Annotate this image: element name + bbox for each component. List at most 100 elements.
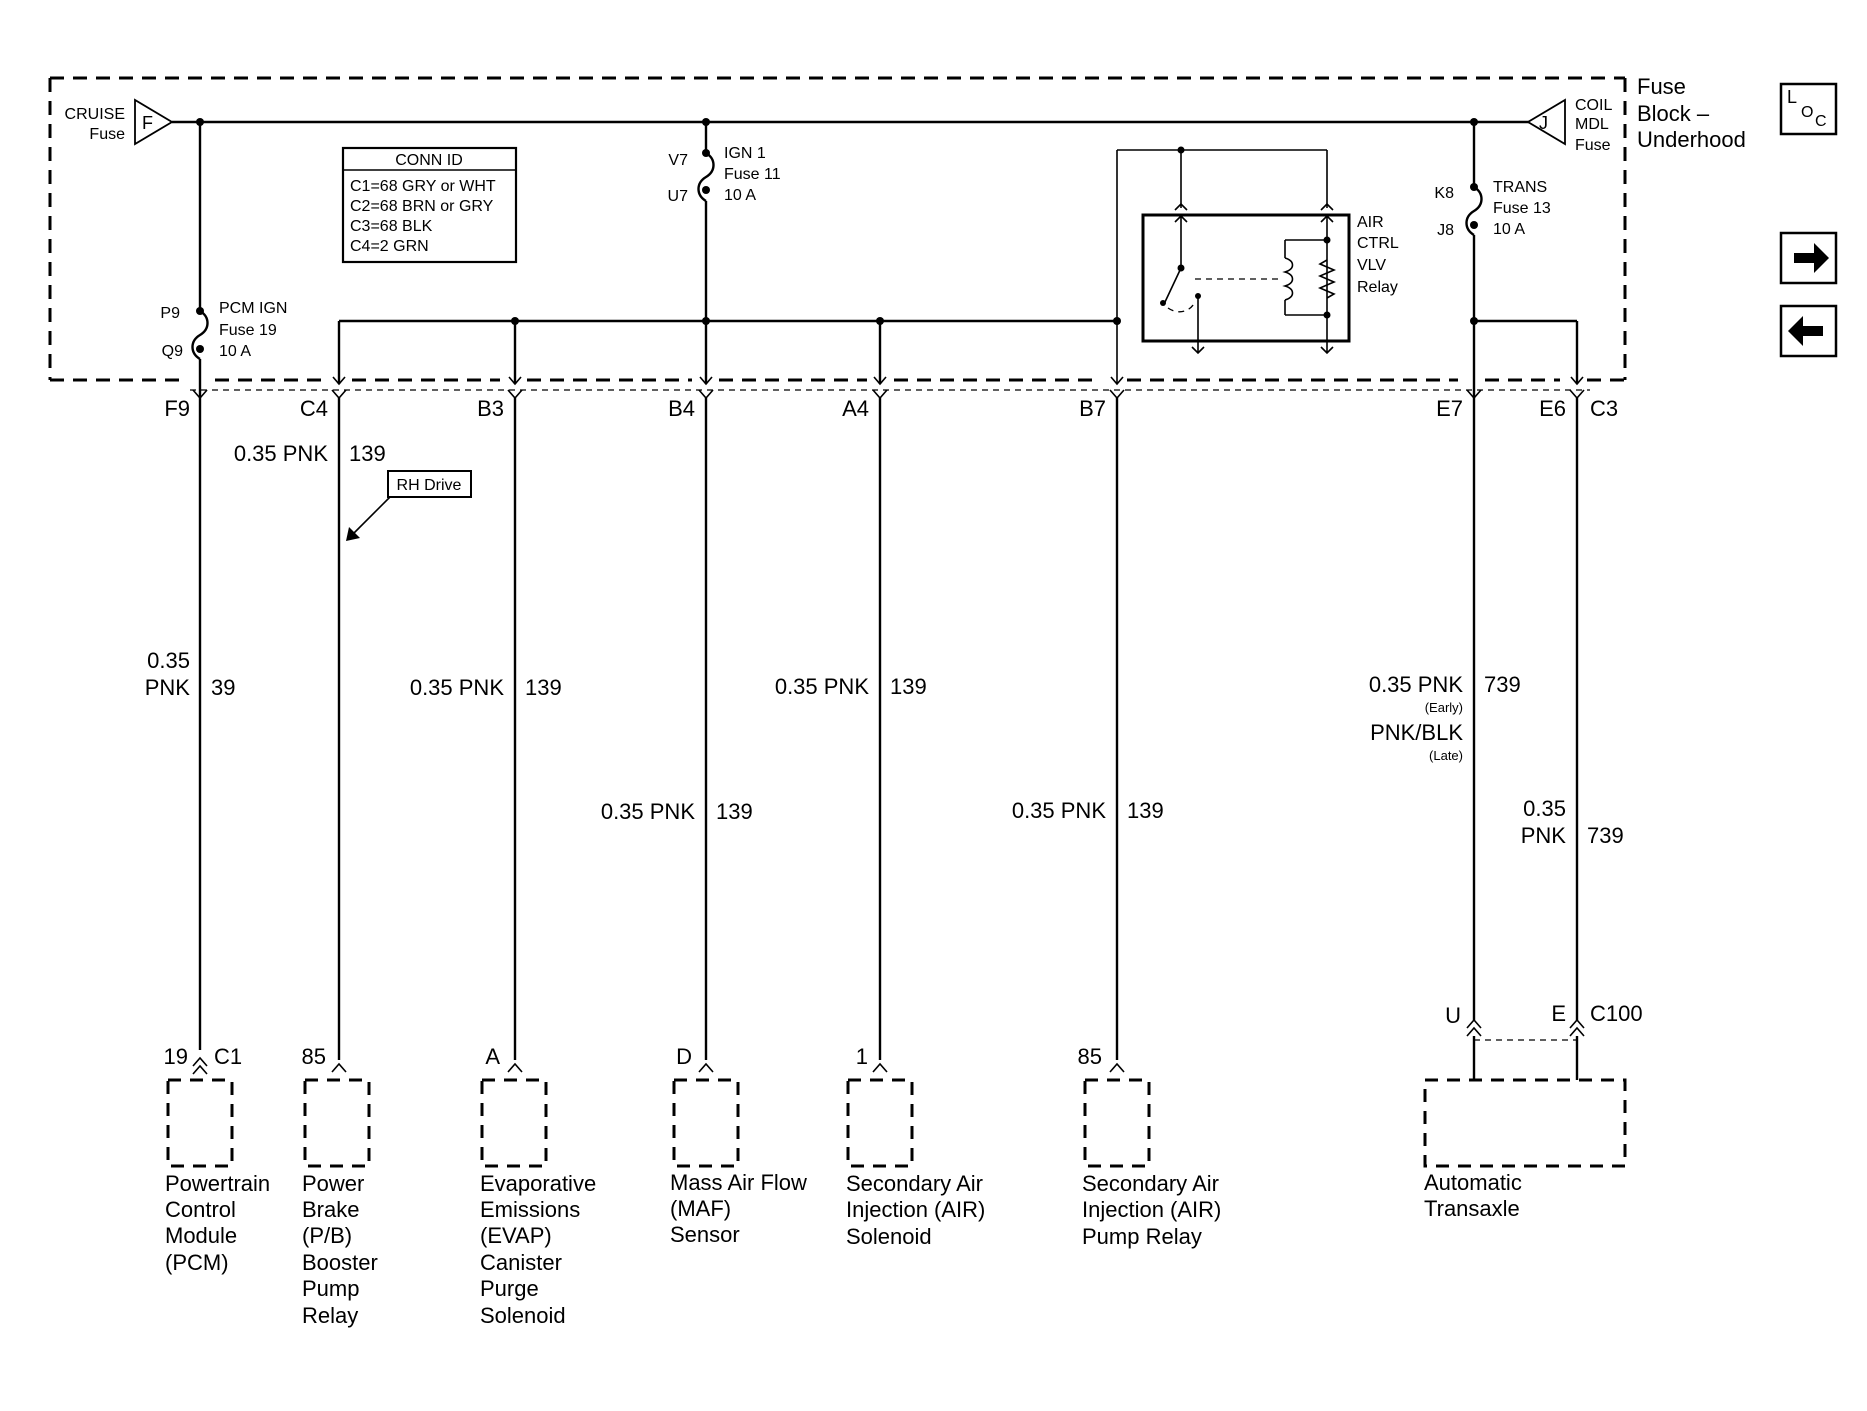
svg-text:Automatic: Automatic (1424, 1170, 1522, 1195)
svg-text:0.35: 0.35 (1523, 796, 1566, 821)
svg-text:Power: Power (302, 1171, 364, 1196)
svg-text:Injection (AIR): Injection (AIR) (846, 1197, 985, 1222)
trans-fuse: K8 J8 TRANS Fuse 13 10 A (1434, 122, 1551, 320)
svg-text:Fuse: Fuse (1575, 137, 1611, 154)
svg-text:V7: V7 (668, 152, 688, 169)
arrow-left-icon[interactable] (1779, 304, 1838, 358)
wire-labels: 0.35 PNK 139 0.35 PNK 39 0.35 PNK 139 0.… (145, 441, 1624, 848)
fuse-block-name-2: Block – (1637, 101, 1710, 126)
svg-text:Mass Air Flow: Mass Air Flow (670, 1170, 807, 1195)
fuse-block-name-3: Underhood (1637, 127, 1746, 152)
conn-id-box: CONN ID C1=68 GRY or WHT C2=68 BRN or GR… (341, 146, 518, 264)
svg-text:Brake: Brake (302, 1197, 359, 1222)
fuse-block-name-1: Fuse (1637, 74, 1686, 99)
coil-fuse: J COIL MDL Fuse (1526, 97, 1612, 154)
svg-text:TRANS: TRANS (1493, 179, 1547, 196)
svg-text:Relay: Relay (302, 1303, 358, 1328)
svg-text:PCM IGN: PCM IGN (219, 300, 287, 317)
svg-text:1: 1 (856, 1044, 868, 1069)
component-air-solenoid: 1 Secondary Air Injection (AIR) Solenoid (846, 1044, 985, 1249)
svg-text:Injection (AIR): Injection (AIR) (1082, 1197, 1221, 1222)
drop-wires (198, 320, 1579, 398)
svg-text:K8: K8 (1434, 185, 1454, 202)
svg-text:Solenoid: Solenoid (846, 1224, 932, 1249)
component-automatic-transaxle: U E C100 Automatic Transaxle (1423, 1001, 1643, 1221)
svg-text:Module: Module (165, 1223, 237, 1248)
air-ctrl-vlv-relay: AIR CTRL VLV Relay (1116, 146, 1399, 384)
svg-text:139: 139 (716, 799, 753, 824)
arrow-right-icon[interactable] (1779, 231, 1838, 285)
svg-text:A4: A4 (842, 396, 869, 421)
svg-text:(EVAP): (EVAP) (480, 1223, 552, 1248)
svg-text:139: 139 (890, 674, 927, 699)
terminal-arrows (332, 376, 1584, 386)
fuse-block-outline (48, 76, 1627, 391)
svg-text:Transaxle: Transaxle (1424, 1196, 1520, 1221)
svg-text:C3=68 BLK: C3=68 BLK (350, 218, 433, 235)
svg-text:E: E (1551, 1001, 1566, 1026)
svg-text:U7: U7 (668, 188, 689, 205)
svg-text:0.35: 0.35 (147, 648, 190, 673)
svg-text:C3: C3 (1590, 396, 1618, 421)
svg-text:139: 139 (525, 675, 562, 700)
svg-text:(MAF): (MAF) (670, 1196, 731, 1221)
svg-text:VLV: VLV (1357, 257, 1386, 274)
terminal-connectors (192, 389, 1585, 400)
svg-text:Fuse 13: Fuse 13 (1493, 200, 1551, 217)
svg-text:139: 139 (349, 441, 386, 466)
svg-text:F: F (142, 113, 153, 133)
pcm-ign-fuse: P9 Q9 PCM IGN Fuse 19 10 A (160, 122, 287, 361)
svg-text:Control: Control (165, 1197, 236, 1222)
svg-text:Fuse 11: Fuse 11 (724, 166, 781, 183)
svg-text:739: 739 (1484, 672, 1521, 697)
svg-text:0.35 PNK: 0.35 PNK (1012, 798, 1106, 823)
svg-text:F9: F9 (164, 396, 190, 421)
svg-text:A: A (485, 1044, 500, 1069)
svg-text:PNK: PNK (145, 675, 191, 700)
svg-text:19: 19 (164, 1044, 188, 1069)
svg-text:Booster: Booster (302, 1250, 378, 1275)
svg-text:85: 85 (302, 1044, 326, 1069)
svg-text:0.35 PNK: 0.35 PNK (601, 799, 695, 824)
svg-text:U: U (1445, 1003, 1461, 1028)
svg-text:(PCM): (PCM) (165, 1250, 229, 1275)
svg-text:J8: J8 (1437, 222, 1454, 239)
svg-text:Fuse: Fuse (89, 126, 125, 143)
svg-text:Secondary Air: Secondary Air (1082, 1171, 1219, 1196)
svg-text:C2=68 BRN or GRY: C2=68 BRN or GRY (350, 198, 494, 215)
svg-text:O: O (1801, 104, 1813, 121)
svg-text:B4: B4 (668, 396, 695, 421)
svg-text:Q9: Q9 (162, 343, 183, 360)
svg-text:P9: P9 (160, 305, 180, 322)
svg-text:B7: B7 (1079, 396, 1106, 421)
location-icon[interactable]: L O C (1779, 82, 1838, 136)
component-air-pump-relay: 85 Secondary Air Injection (AIR) Pump Re… (1078, 1044, 1222, 1249)
component-evap-solenoid: A Evaporative Emissions (EVAP) Canister … (480, 1044, 596, 1328)
svg-text:10 A: 10 A (724, 187, 756, 204)
svg-text:C4=2 GRN: C4=2 GRN (350, 238, 429, 255)
svg-text:(Late): (Late) (1429, 748, 1463, 763)
svg-text:C1=68 GRY or WHT: C1=68 GRY or WHT (350, 178, 496, 195)
svg-text:E7: E7 (1436, 396, 1463, 421)
svg-text:0.35 PNK: 0.35 PNK (410, 675, 504, 700)
svg-text:D: D (676, 1044, 692, 1069)
svg-text:C4: C4 (300, 396, 328, 421)
cruise-fuse: F CRUISE Fuse (65, 98, 174, 146)
ign1-fuse: V7 U7 IGN 1 Fuse 11 10 A (668, 122, 781, 320)
svg-text:COIL: COIL (1575, 97, 1612, 114)
component-power-brake-relay: 85 Power Brake (P/B) Booster Pump Relay (302, 1044, 378, 1328)
svg-text:L: L (1787, 87, 1797, 107)
svg-text:Relay: Relay (1357, 279, 1398, 296)
svg-text:CTRL: CTRL (1357, 235, 1399, 252)
svg-text:MDL: MDL (1575, 116, 1609, 133)
svg-text:10 A: 10 A (219, 343, 251, 360)
svg-text:(Early): (Early) (1425, 700, 1463, 715)
svg-text:C1: C1 (214, 1044, 242, 1069)
svg-text:IGN 1: IGN 1 (724, 145, 766, 162)
svg-text:Secondary Air: Secondary Air (846, 1171, 983, 1196)
svg-text:B3: B3 (477, 396, 504, 421)
svg-text:CONN ID: CONN ID (395, 152, 463, 169)
svg-text:Purge: Purge (480, 1276, 539, 1301)
terminal-labels: F9 C4 B3 B4 A4 B7 E7 E6 C3 (164, 396, 1618, 421)
svg-text:Canister: Canister (480, 1250, 562, 1275)
